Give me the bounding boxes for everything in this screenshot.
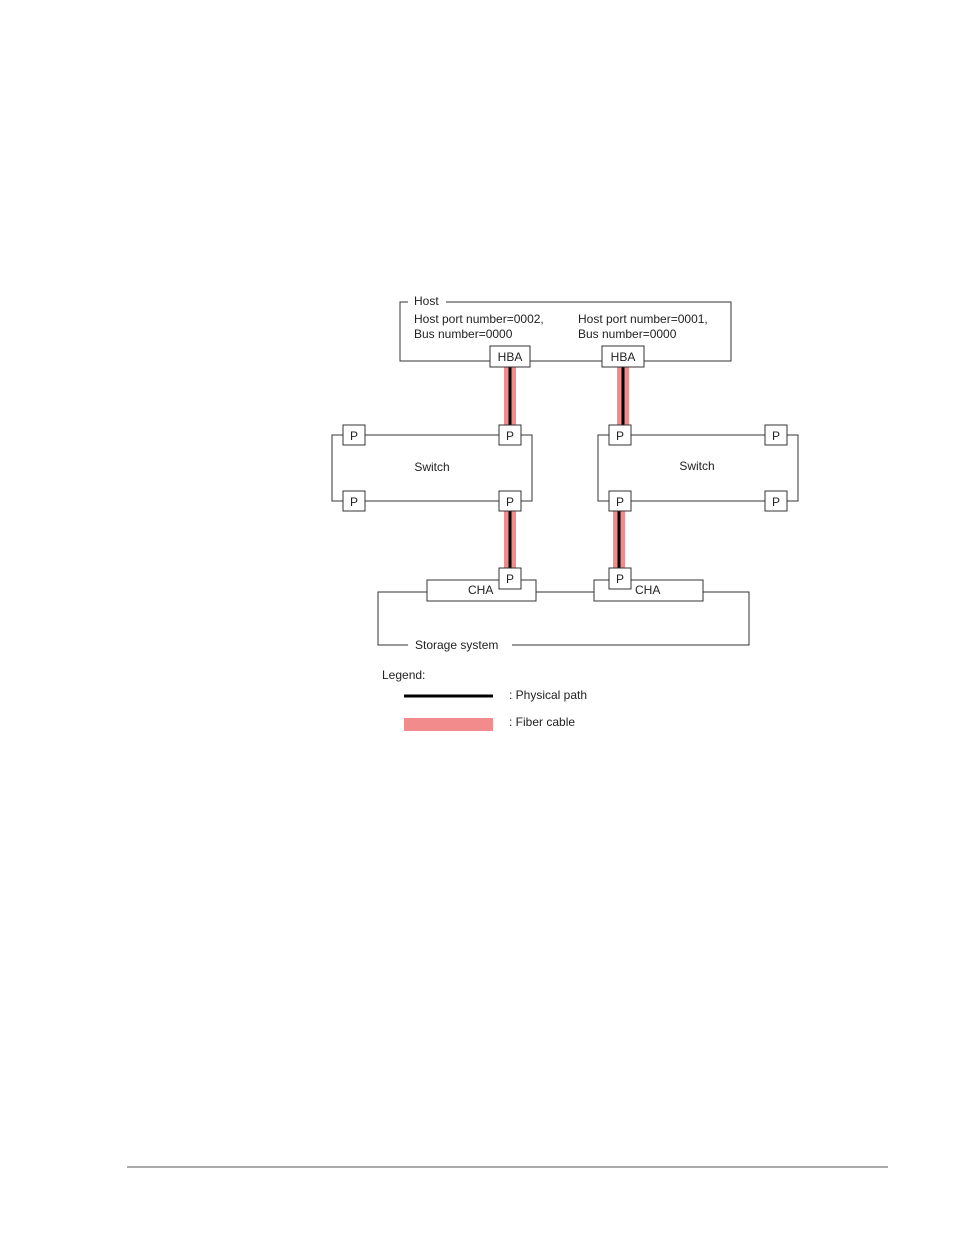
- switch-left-label: Switch: [414, 460, 449, 474]
- host-port-right-line2: Bus number=0000: [578, 327, 677, 341]
- port-cha-left-label: P: [506, 572, 514, 586]
- port-left-top-left-label: P: [350, 429, 358, 443]
- host-port-left-line1: Host port number=0002,: [414, 312, 544, 326]
- hba-left-label: HBA: [498, 350, 523, 364]
- switch-left-outline: [332, 435, 343, 501]
- fiber-cables: [504, 367, 629, 570]
- legend-physical-path-label: : Physical path: [509, 688, 587, 702]
- host: Host Host port number=0002, Bus number=0…: [400, 294, 731, 367]
- legend: Legend: : Physical path : Fiber cable: [382, 668, 587, 731]
- port-left-bottom-left-label: P: [350, 495, 358, 509]
- cha-right-label: CHA: [635, 583, 660, 597]
- hba-right-label: HBA: [611, 350, 636, 364]
- port-right-bottom-left-label: P: [616, 495, 624, 509]
- port-left-top-right-label: P: [506, 429, 514, 443]
- switch-right-outline-left: [598, 435, 609, 501]
- cha-left-label: CHA: [468, 583, 493, 597]
- port-left-bottom-right-label: P: [506, 495, 514, 509]
- legend-fiber-cable-label: : Fiber cable: [509, 715, 575, 729]
- switch-right-outline-right: [787, 435, 798, 501]
- switch-left: Switch P P P P: [332, 425, 532, 511]
- physical-paths: [510, 367, 623, 569]
- port-right-bottom-right-label: P: [772, 495, 780, 509]
- port-cha-right-label: P: [616, 572, 624, 586]
- port-right-top-right-label: P: [772, 429, 780, 443]
- storage-system: Storage system CHA CHA P P: [378, 568, 749, 652]
- switch-right-label: Switch: [679, 459, 714, 473]
- switch-left-outline-right: [521, 435, 532, 501]
- host-port-right-line1: Host port number=0001,: [578, 312, 708, 326]
- port-right-top-left-label: P: [616, 429, 624, 443]
- storage-label: Storage system: [415, 638, 498, 652]
- switch-right: Switch P P P P: [598, 425, 798, 511]
- legend-title: Legend:: [382, 668, 425, 682]
- host-port-left-line2: Bus number=0000: [414, 327, 513, 341]
- host-label: Host: [414, 294, 439, 308]
- legend-fiber-cable-swatch: [404, 718, 493, 731]
